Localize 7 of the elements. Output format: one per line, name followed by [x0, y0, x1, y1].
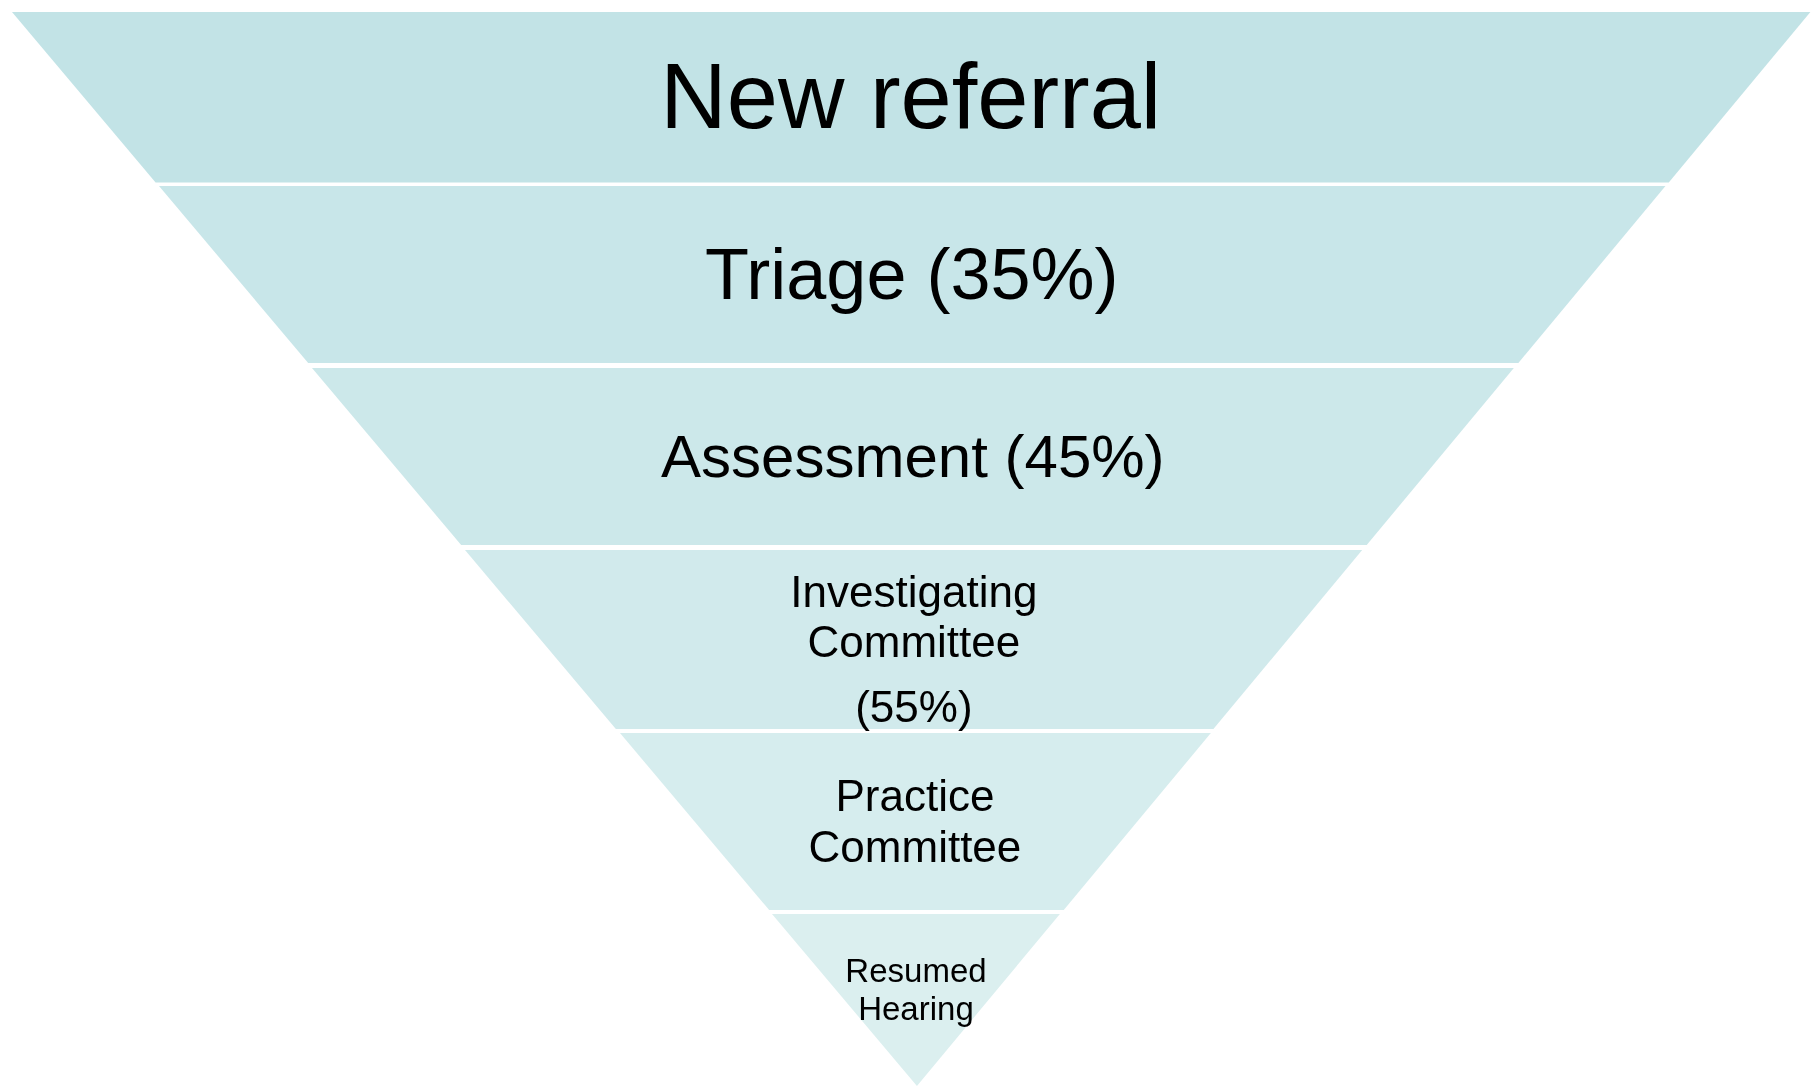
stage-label: Practice Committee	[807, 770, 1023, 873]
stage-label: Resumed Hearing	[844, 952, 988, 1028]
stage-label: Triage (35%)	[705, 233, 1119, 316]
stage-label: New referral	[660, 43, 1162, 149]
stage-label: Assessment (45%)	[661, 422, 1165, 491]
stage-label: Investigating Committee	[789, 566, 1039, 668]
stage-label: (55%)	[855, 681, 973, 733]
